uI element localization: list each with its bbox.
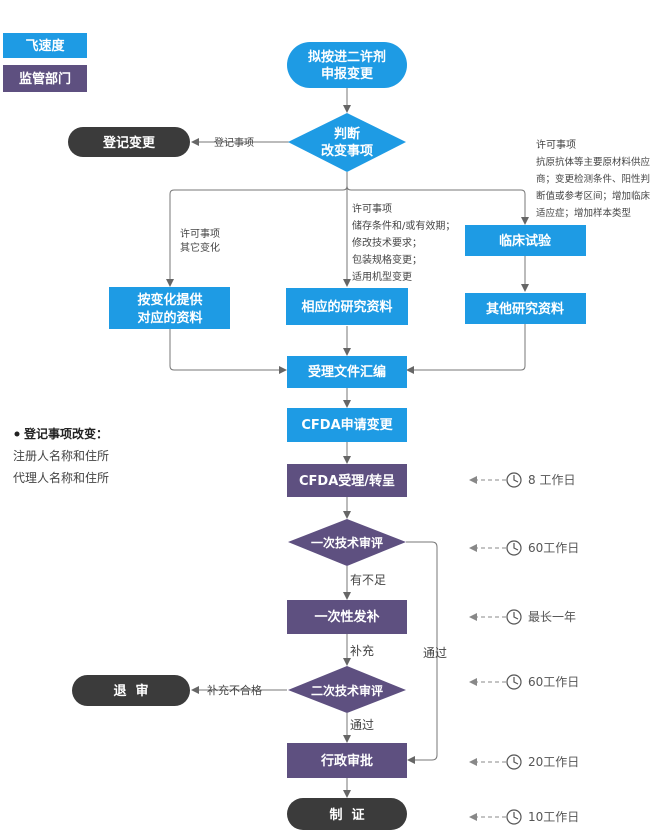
label-supplemented: 补充 [350, 643, 374, 658]
label-right-branch-1: 许可事项 [536, 138, 576, 151]
edge-review1-admin-bypass [406, 541, 438, 764]
node-provide-info-line2: 对应的资料 [137, 310, 202, 326]
node-judge-line2: 改变事项 [321, 143, 373, 159]
notes-title: 登记事项改变： [23, 426, 108, 441]
node-compile-label: 受理文件汇编 [308, 364, 386, 380]
timeline-row-3: 最长一年 [469, 609, 576, 625]
timeline-row-1: 8 工作日 [469, 472, 575, 488]
node-compile [287, 356, 407, 388]
notes-line-1: 注册人名称和住所 [13, 448, 109, 463]
node-provide-info [109, 287, 230, 329]
node-start-line2: 申报变更 [321, 66, 374, 82]
node-cfda-apply-label: CFDA申请变更 [301, 417, 393, 433]
node-review2-label: 二次技术审评 [311, 683, 383, 698]
node-cfda-apply [287, 408, 407, 442]
node-admin-approve [287, 743, 407, 778]
edge-judge-right [346, 185, 529, 225]
label-middle-branch-1: 许可事项 [352, 202, 392, 215]
node-admin-approve-label: 行政审批 [320, 753, 373, 769]
timeline-row-5: 20工作日 [469, 754, 579, 770]
node-review1 [288, 519, 406, 566]
node-clinical-trial-label: 临床试验 [499, 233, 552, 249]
label-insufficient: 有不足 [350, 573, 386, 587]
timeline-row-6: 10工作日 [469, 809, 579, 825]
label-pass: 通过 [350, 718, 374, 732]
legend-swatch-purple [3, 65, 87, 92]
timeline-label-5: 20工作日 [528, 755, 579, 769]
legend-label-speed: 飞速度 [25, 38, 65, 54]
label-middle-branch-5: 适用机型变更 [352, 270, 412, 283]
label-left-branch-2: 其它变化 [180, 241, 220, 254]
label-left-branch-1: 许可事项 [180, 227, 220, 240]
node-reject-label: 退 审 [113, 683, 148, 699]
notes-line-2: 代理人名称和住所 [13, 470, 109, 485]
label-middle-branch-2: 储存条件和/或有效期； [352, 219, 455, 232]
label-right-branch-5: 适应症；增加样本类型 [536, 207, 632, 219]
timeline-label-1: 8 工作日 [528, 473, 575, 487]
timeline-label-6: 10工作日 [528, 810, 579, 824]
timeline-label-3: 最长一年 [528, 610, 576, 624]
label-right-branch-3: 商；变更检测条件、阳性判 [536, 173, 650, 185]
edge-right-compile [406, 324, 526, 374]
node-certify-label: 制 证 [329, 807, 364, 823]
node-certify [287, 798, 407, 830]
label-middle-branch-3: 修改技术要求； [352, 236, 422, 249]
edge-left-compile [169, 328, 287, 374]
node-start [287, 42, 407, 88]
node-research-info [286, 288, 408, 325]
label-middle-branch-4: 包装规格变更； [352, 253, 422, 266]
node-review1-label: 一次技术审评 [311, 535, 383, 550]
label-pass-bypass: 通过 [423, 646, 447, 660]
node-cfda-accept-label: CFDA受理/转呈 [299, 473, 395, 489]
notes-bullet [14, 431, 20, 437]
label-right-branch-2: 抗原抗体等主要原材料供应 [536, 156, 651, 168]
node-start-line1: 拟按进二许剂 [308, 49, 386, 65]
label-supplement-fail: 补充不合格 [207, 683, 262, 697]
node-judge [288, 113, 406, 172]
timeline-label-4: 60工作日 [528, 675, 579, 689]
legend-swatch-blue [3, 33, 87, 58]
node-other-research-label: 其他研究资料 [486, 301, 564, 317]
node-register-change-label: 登记变更 [102, 135, 156, 151]
timeline-row-4: 60工作日 [469, 674, 579, 690]
legend-label-regulator: 监管部门 [19, 71, 71, 87]
node-register-change [68, 127, 190, 157]
node-other-research [465, 293, 586, 324]
label-register-item: 登记事项 [214, 136, 254, 149]
node-supplement-label: 一次性发补 [314, 609, 379, 625]
node-provide-info-line1: 按变化提供 [137, 292, 202, 308]
node-judge-line1: 判断 [334, 126, 360, 142]
node-supplement [287, 600, 407, 634]
timeline-label-2: 60工作日 [528, 541, 579, 555]
node-research-info-label: 相应的研究资料 [301, 299, 392, 315]
label-right-branch-4: 断值或参考区间；增加临床 [536, 190, 651, 202]
node-clinical-trial [465, 225, 586, 256]
node-reject [72, 675, 190, 706]
node-review2 [288, 666, 406, 713]
timeline-row-2: 60工作日 [469, 540, 579, 556]
node-cfda-accept [287, 464, 407, 497]
